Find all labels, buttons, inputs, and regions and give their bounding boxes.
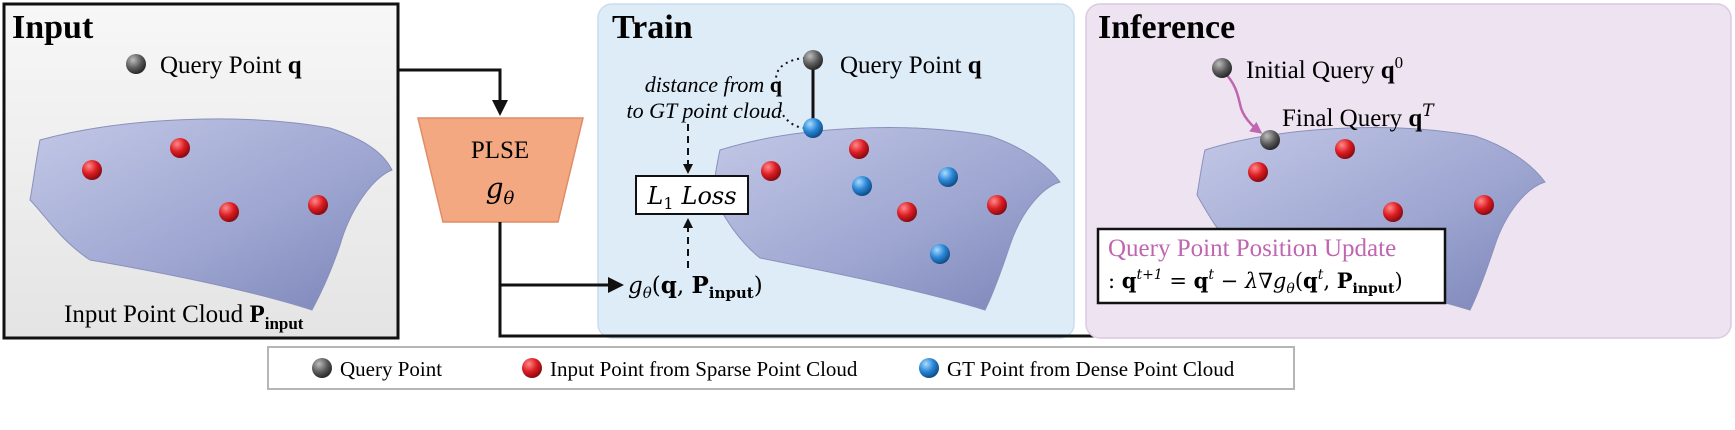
final-query-sym: q <box>1408 105 1422 132</box>
input-point-dot <box>849 139 869 159</box>
distance-line2: to GT point cloud <box>627 98 783 123</box>
loss-sub: 1 <box>663 194 673 213</box>
inference-panel: Inference Initial Query q0 Final Query q… <box>1085 3 1732 339</box>
legend: Query Point Input Point from Sparse Poin… <box>267 346 1295 390</box>
legend-input-dot <box>522 358 542 378</box>
initial-query-sym: q <box>1381 57 1395 84</box>
loss-word: Loss <box>681 182 737 210</box>
input-surface <box>29 118 393 311</box>
arrow-input-to-plse <box>398 68 508 116</box>
input-point-dot <box>897 202 917 222</box>
legend-gt-dot <box>919 358 939 378</box>
input-point-dot <box>170 138 190 158</box>
input-point-dot <box>987 195 1007 215</box>
input-cloud-sub: input <box>265 314 304 333</box>
legend-query-label: Query Point <box>340 357 442 381</box>
distance-sym: q <box>770 72 783 97</box>
svg-text:Input Point Cloud Pinput: Input Point Cloud Pinput <box>64 301 304 333</box>
train-query-label: Query Point <box>840 52 962 79</box>
input-query-symbol: q <box>288 52 302 79</box>
plse-output: gθ(q, Pinput) <box>628 272 763 302</box>
svg-text:Query Point q: Query Point q <box>840 52 982 79</box>
initial-query-label: Initial Query <box>1246 57 1375 84</box>
initial-query-sup: 0 <box>1395 53 1404 72</box>
initial-query-dot <box>1212 58 1232 78</box>
input-point-dot <box>1248 162 1268 182</box>
input-panel: Input Query Point q Input Point Cloud Pi… <box>2 2 400 340</box>
gt-point-dot <box>938 167 958 187</box>
train-panel-title: Train <box>612 9 693 46</box>
input-point-dot <box>761 161 781 181</box>
input-cloud-label: Input Point Cloud <box>64 301 244 328</box>
plse-sub: θ <box>504 188 515 209</box>
query-point-dot <box>126 54 146 74</box>
distance-bracket <box>775 57 806 87</box>
svg-text:Query Point q: Query Point q <box>160 52 302 79</box>
update-formula: : qt+1 = qt − λ∇gθ(qt, Pinput) <box>1108 267 1403 297</box>
plse-symbol: g <box>486 172 504 205</box>
loss-box <box>635 175 749 215</box>
legend-query-dot <box>312 358 332 378</box>
inference-panel-title: Inference <box>1098 9 1235 46</box>
train-panel: Train Query Point q distance from q to G… <box>597 3 1075 339</box>
query-trajectory <box>1223 71 1263 134</box>
input-point-dot <box>219 202 239 222</box>
svg-text:Initial Query q0: Initial Query q0 <box>1246 53 1403 84</box>
input-point-dot <box>1335 139 1355 159</box>
train-query-symbol: q <box>968 52 982 79</box>
svg-text:distance from q: distance from q <box>645 72 783 97</box>
final-query-sup: T <box>1422 101 1435 121</box>
legend-item-query: Query Point <box>312 357 442 381</box>
query-point-dot <box>803 50 823 70</box>
input-point-dot <box>82 160 102 180</box>
plse-block: PLSE gθ <box>417 117 584 223</box>
input-query-label: Query Point <box>160 52 282 79</box>
input-panel-title: Input <box>12 9 94 46</box>
train-surface <box>711 127 1061 311</box>
legend-item-gt: GT Point from Dense Point Cloud <box>919 357 1235 381</box>
final-query-label: Final Query <box>1282 105 1403 132</box>
svg-text:gθ: gθ <box>486 172 515 209</box>
update-box <box>1096 227 1447 305</box>
legend-input-label: Input Point from Sparse Point Cloud <box>550 357 858 381</box>
loss-label: L <box>646 182 663 210</box>
legend-gt-label: GT Point from Dense Point Cloud <box>947 357 1235 381</box>
input-point-dot <box>308 195 328 215</box>
plse-label: PLSE <box>471 137 529 164</box>
gt-point-dot <box>852 176 872 196</box>
input-point-dot <box>1383 202 1403 222</box>
svg-text:Final Query qT: Final Query qT <box>1282 101 1435 132</box>
final-query-dot <box>1260 130 1280 150</box>
update-title: Query Point Position Update <box>1108 235 1396 262</box>
legend-item-input: Input Point from Sparse Point Cloud <box>522 357 858 381</box>
input-cloud-symbol: P <box>249 301 264 328</box>
gt-point-dot <box>803 118 823 138</box>
distance-line1: distance from <box>645 72 765 97</box>
gt-point-dot <box>930 244 950 264</box>
input-point-dot <box>1474 195 1494 215</box>
